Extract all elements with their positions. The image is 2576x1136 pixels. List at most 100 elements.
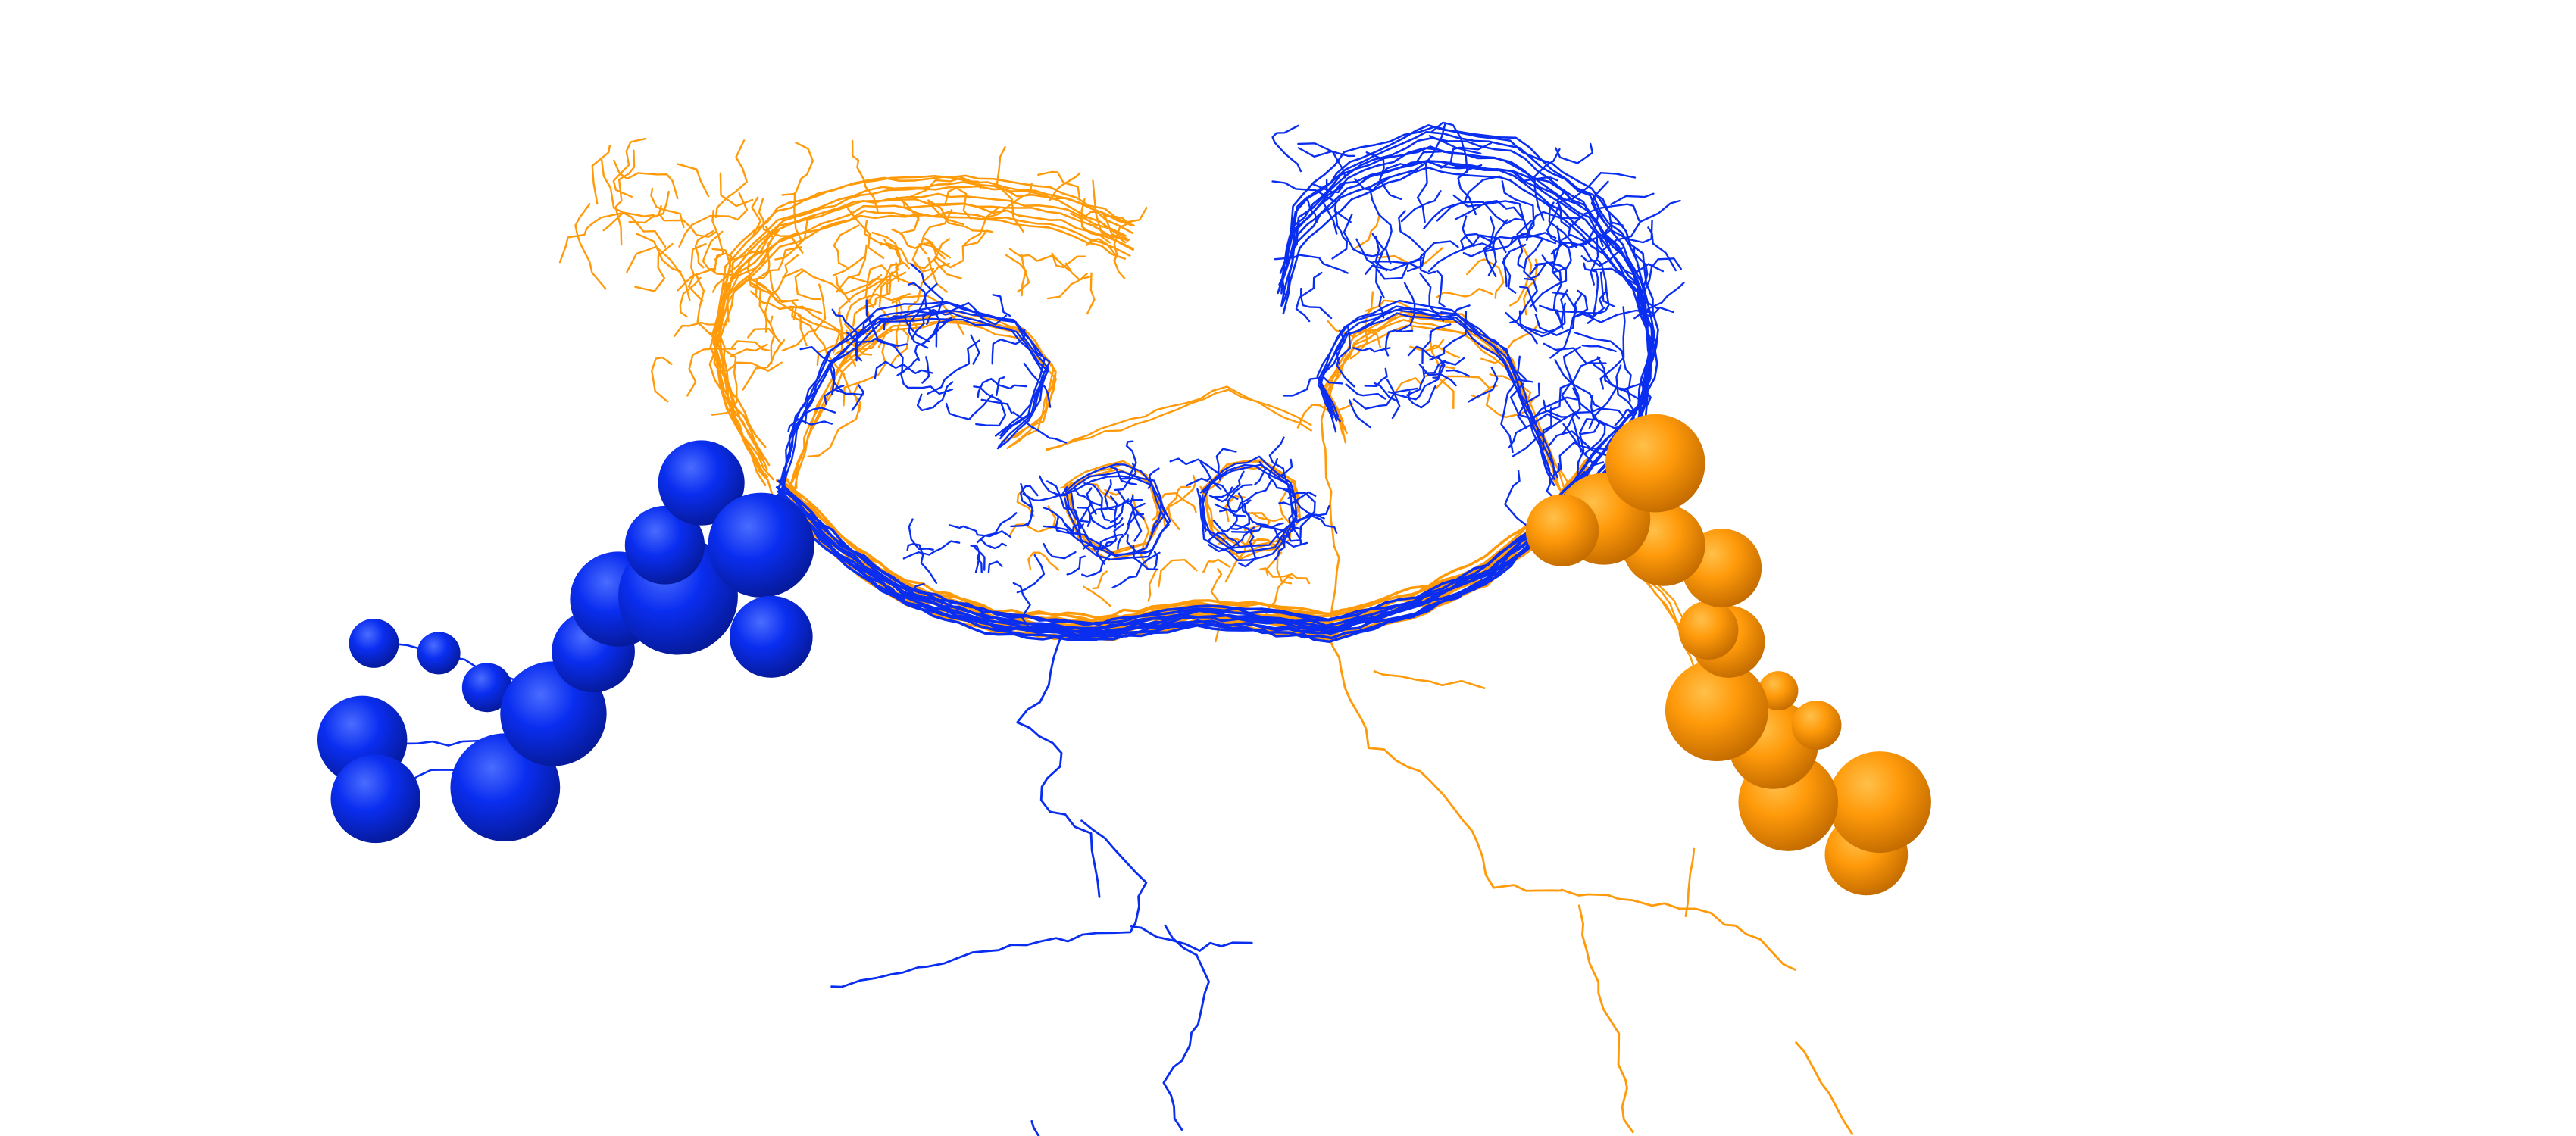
orange-left-loop-fiber <box>791 320 1057 507</box>
orange-arbor-twig <box>781 142 814 196</box>
orange-arbor-twig <box>1046 272 1089 300</box>
orange-arbor-twig <box>1428 334 1455 370</box>
orange-arbor-twig <box>1158 559 1198 588</box>
blue-arbor-twig <box>1299 287 1333 320</box>
orange-arbor-twig <box>591 145 611 205</box>
blue-arbor-twig <box>1543 399 1568 418</box>
orange-arbor-twig <box>695 273 714 338</box>
blue-arbor-twig <box>1343 213 1388 257</box>
blue-arbor-twig <box>899 370 954 395</box>
orange-arbor-twig <box>600 157 667 248</box>
blue-arbor-twig <box>1546 204 1606 248</box>
blue-arbor-twig <box>1555 172 1637 204</box>
orange-arbor-twig <box>851 139 879 213</box>
orange-arbor-twig <box>835 276 851 303</box>
blue-arbor-twig <box>1633 245 1649 299</box>
blue-arbor-twig <box>1452 194 1528 231</box>
blue-arbor-twig <box>927 339 980 395</box>
orange-left-arch-fiber <box>708 210 1127 498</box>
blue-arbor-twig <box>1295 271 1323 323</box>
orange-descending-fiber <box>1324 628 1563 892</box>
blue-arbor-twig <box>1579 286 1610 314</box>
orange-arbor-twig <box>730 227 781 293</box>
orange-arbor-twig <box>843 340 886 407</box>
blue-arbor-twig <box>1454 200 1524 220</box>
blue-arbor-twig <box>1230 492 1251 530</box>
orange-arbor-twig <box>896 196 920 222</box>
blue-arbor-twig <box>1215 448 1237 481</box>
blue-soma <box>729 595 813 678</box>
blue-arbor-twig <box>1508 413 1562 449</box>
blue-arbor-twig <box>1111 551 1161 589</box>
blue-arbor-twig <box>1234 524 1257 568</box>
blue-arbor-twig <box>1169 457 1222 476</box>
blue-arbor-twig <box>1012 582 1031 632</box>
blue-arbor-twig <box>1345 383 1386 400</box>
blue-arbor-twig <box>1073 486 1103 507</box>
blue-arbor-twig <box>976 512 1018 544</box>
orange-soma-cluster <box>1525 414 1931 896</box>
orange-arbor-twig <box>864 264 883 308</box>
blue-arbor-twig <box>1546 462 1561 502</box>
blue-arbor-twig <box>1457 164 1483 216</box>
blue-arbor-twig <box>902 540 961 560</box>
blue-arbor-twig <box>1624 263 1665 276</box>
orange-arbor-twig <box>702 230 724 270</box>
blue-arbor-twig <box>1016 554 1046 594</box>
blue-arbor-twig <box>1102 498 1143 511</box>
orange-arbor-twig <box>781 283 827 352</box>
orange-arbor-twig <box>1168 474 1197 530</box>
blue-arbor-twig <box>1387 360 1446 401</box>
blue-arbor-twig <box>1557 306 1606 318</box>
orange-arbor-twig <box>791 306 846 376</box>
blue-arbor-twig <box>1419 272 1445 322</box>
orange-arbor-twig <box>897 231 946 260</box>
orange-arbor-twig <box>626 245 691 301</box>
blue-arbor-twig <box>1022 486 1068 502</box>
orange-arbor-twig <box>719 172 754 208</box>
blue-arbor-twig <box>1043 543 1077 560</box>
blue-arbor-twig <box>1399 282 1416 332</box>
blue-arbor-twig <box>1283 376 1343 397</box>
blue-soma <box>708 492 814 598</box>
blue-central-loop <box>1199 463 1298 554</box>
blue-arbor-twig <box>910 263 944 326</box>
orange-descending-fiber <box>1684 847 1696 918</box>
orange-soma <box>1758 671 1799 711</box>
blue-arbor-twig <box>974 546 986 571</box>
blue-arbor-twig <box>1406 366 1426 396</box>
orange-arbor-twig <box>919 208 953 254</box>
blue-right-arch-fiber <box>1282 166 1653 511</box>
blue-arbor-twig <box>799 346 836 395</box>
blue-arbor-twig <box>996 376 1005 396</box>
orange-arbor-twig <box>769 315 776 365</box>
orange-arbor-twig <box>1008 505 1057 536</box>
blue-arbor-twig <box>1542 406 1552 451</box>
blue-arbor-twig <box>1504 469 1531 529</box>
blue-descending-fiber <box>1016 629 1101 898</box>
blue-soma <box>624 505 705 585</box>
orange-arbor-twig <box>1016 486 1035 517</box>
orange-arbor-twig <box>927 201 964 226</box>
blue-arbor-twig <box>1422 357 1465 374</box>
orange-arbor-twig <box>838 262 911 317</box>
orange-arbor-twig <box>1259 567 1311 585</box>
orange-arbor-twig <box>742 339 786 391</box>
blue-arbor-twig <box>1436 201 1524 225</box>
blue-arbor-twig <box>1322 179 1338 235</box>
blue-arbor-twig <box>1151 501 1162 535</box>
orange-arbor-twig <box>1008 248 1071 272</box>
blue-arbor-twig <box>911 308 953 340</box>
orange-soma <box>1525 494 1599 566</box>
orange-arbor-twig <box>634 242 674 292</box>
blue-arbor-twig <box>1460 233 1497 276</box>
blue-arbor-twig <box>1120 440 1137 480</box>
orange-arbor-twig <box>1429 344 1461 359</box>
blue-arbor-twig <box>1096 533 1124 565</box>
orange-arbor-twig <box>602 211 655 232</box>
blue-arbor-twig <box>1227 484 1253 517</box>
orange-arbor-twig <box>1243 512 1271 532</box>
orange-arbor-twig <box>1147 570 1157 602</box>
orange-arbor-twig <box>1509 243 1533 307</box>
